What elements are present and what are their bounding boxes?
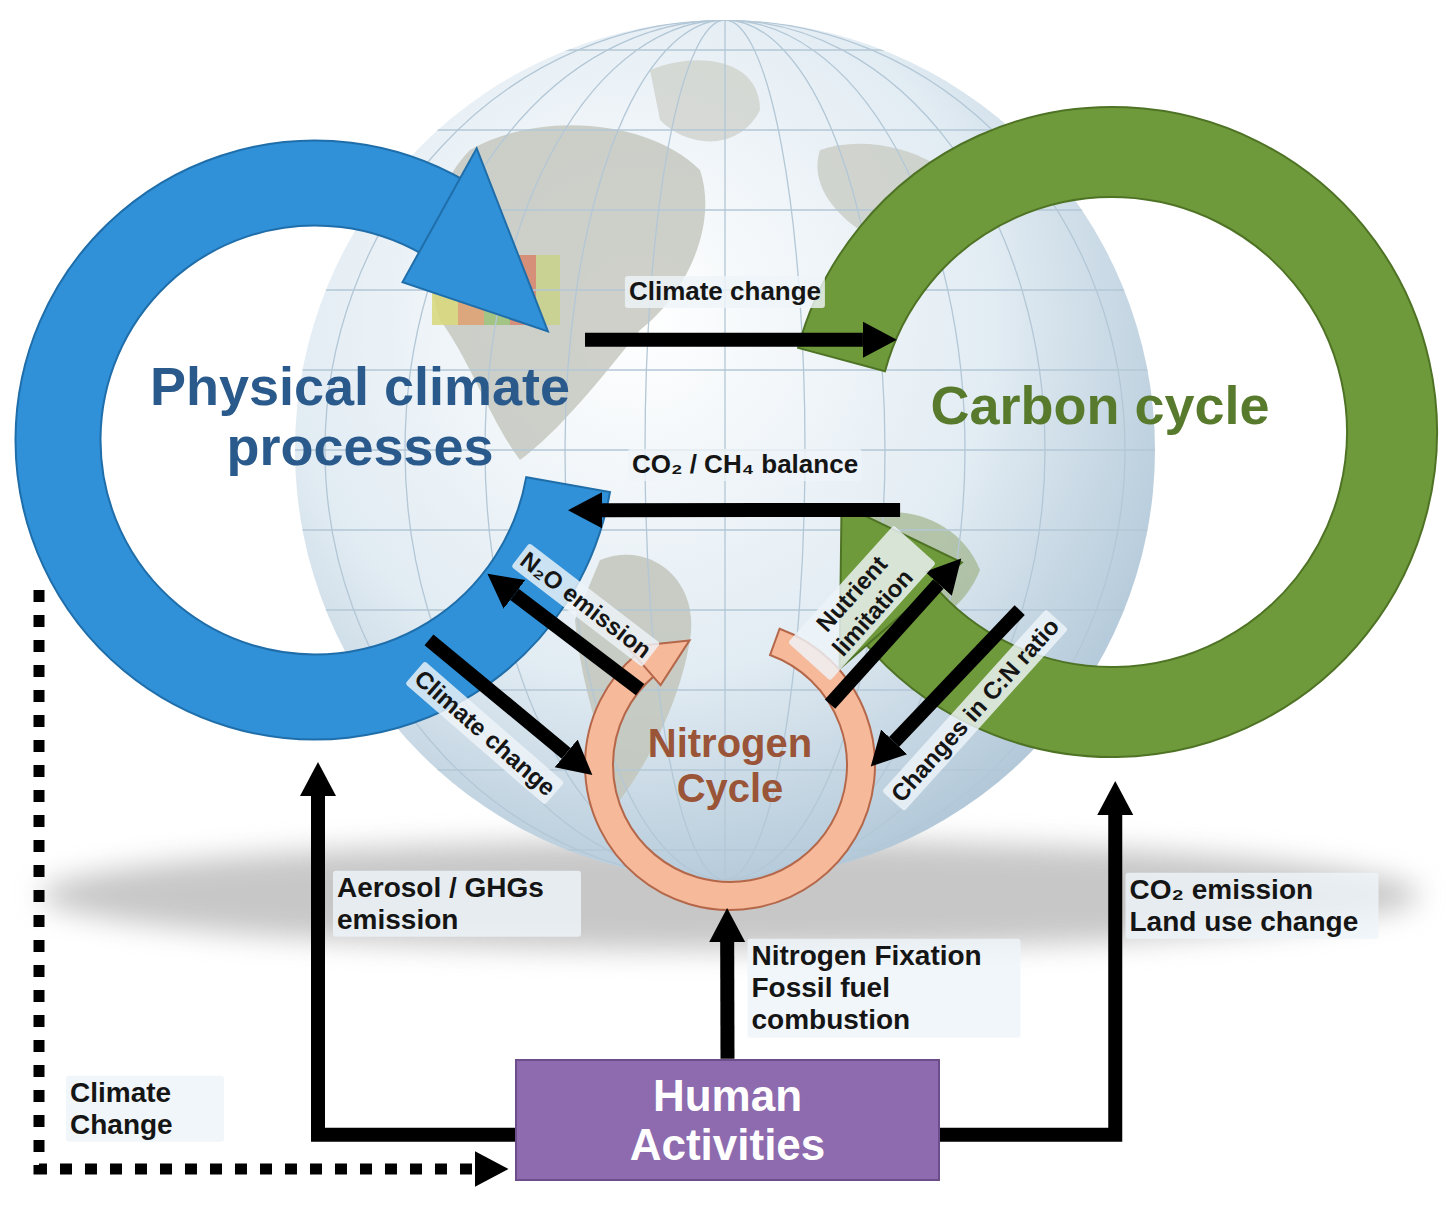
flow-arrow <box>585 333 863 347</box>
cycle-ring: Physical climate processes <box>15 140 615 740</box>
arrow-label: Climate Change <box>66 1076 224 1142</box>
arrow-label: Climate change <box>405 661 564 805</box>
cycle-label: Nitrogen Cycle <box>620 721 840 811</box>
activity-box: Human Activities <box>515 1059 940 1182</box>
flow-arrow <box>720 942 734 1059</box>
arrow-label: Nutrient limitation <box>788 525 936 681</box>
arrow-label: Aerosol / GHGs emission <box>333 871 581 937</box>
arrow-label: Climate change <box>625 276 825 308</box>
flow-arrow <box>318 796 515 1135</box>
arrow-label: CO₂ / CH₄ balance <box>628 449 862 481</box>
arrow-label: N₂O emission <box>511 543 660 667</box>
ring-body <box>798 107 1437 757</box>
ring-arrowhead <box>403 148 548 331</box>
cycle-label: Carbon cycle <box>880 375 1320 435</box>
arrow-label: Nitrogen Fixation Fossil fuel combustion <box>748 939 1021 1038</box>
activity-label: Human Activities <box>598 1071 858 1170</box>
cycle-ring: Carbon cycle <box>787 107 1437 757</box>
arrow-label: CO₂ emission Land use change <box>1126 873 1379 939</box>
cycle-label: Physical climate processes <box>90 356 630 477</box>
arrow-label: Changes in C:N ratio <box>882 609 1068 811</box>
flow-arrow <box>602 503 900 517</box>
